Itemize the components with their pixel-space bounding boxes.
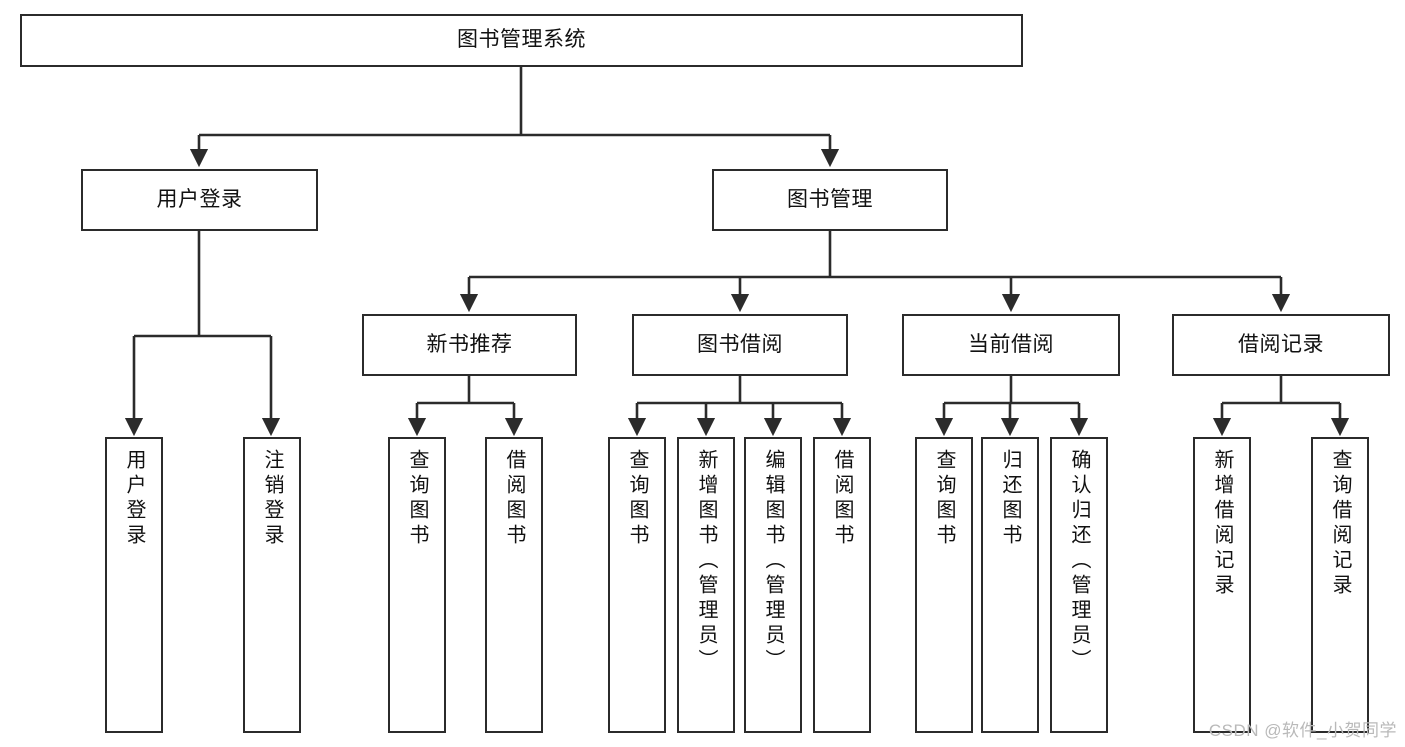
watermark-text: CSDN @软件_小贺同学 — [1208, 721, 1397, 740]
leaf-borrow-book-2[interactable]: 借阅图书 — [813, 437, 871, 733]
leaf-query-book-1[interactable]: 查询图书 — [388, 437, 446, 733]
leaf-add-book-label: 新增图书（管理员） — [695, 449, 717, 674]
leaf-borrow-book-2-label: 借阅图书 — [831, 449, 853, 549]
node-user-login[interactable]: 用户登录 — [81, 169, 318, 231]
leaf-logout-label: 注销登录 — [261, 449, 283, 549]
leaf-add-record[interactable]: 新增借阅记录 — [1193, 437, 1251, 733]
leaf-return-book-label: 归还图书 — [999, 449, 1021, 549]
node-root[interactable]: 图书管理系统 — [20, 14, 1023, 67]
leaf-add-book[interactable]: 新增图书（管理员） — [677, 437, 735, 733]
leaf-add-record-label: 新增借阅记录 — [1211, 449, 1233, 599]
leaf-confirm-return-label: 确认归还（管理员） — [1068, 449, 1090, 674]
leaf-edit-book[interactable]: 编辑图书（管理员） — [744, 437, 802, 733]
leaf-user-login-label: 用户登录 — [123, 449, 145, 549]
leaf-borrow-book-1-label: 借阅图书 — [503, 449, 525, 549]
leaf-user-login[interactable]: 用户登录 — [105, 437, 163, 733]
leaf-query-book-2-label: 查询图书 — [626, 449, 648, 549]
leaf-edit-book-label: 编辑图书（管理员） — [762, 449, 784, 674]
node-book-borrow-label: 图书借阅 — [697, 332, 783, 356]
node-new-book-rec[interactable]: 新书推荐 — [362, 314, 577, 376]
node-new-book-rec-label: 新书推荐 — [426, 332, 513, 356]
leaf-query-book-3-label: 查询图书 — [933, 449, 955, 549]
leaf-query-record[interactable]: 查询借阅记录 — [1311, 437, 1369, 733]
node-current-borrow-label: 当前借阅 — [968, 332, 1054, 356]
leaf-query-book-2[interactable]: 查询图书 — [608, 437, 666, 733]
node-user-login-label: 用户登录 — [156, 187, 243, 211]
node-borrow-record[interactable]: 借阅记录 — [1172, 314, 1390, 376]
leaf-query-book-3[interactable]: 查询图书 — [915, 437, 973, 733]
leaf-return-book[interactable]: 归还图书 — [981, 437, 1039, 733]
node-book-manage-label: 图书管理 — [787, 187, 873, 211]
node-current-borrow[interactable]: 当前借阅 — [902, 314, 1120, 376]
leaf-borrow-book-1[interactable]: 借阅图书 — [485, 437, 543, 733]
node-book-borrow[interactable]: 图书借阅 — [632, 314, 848, 376]
leaf-query-book-1-label: 查询图书 — [406, 449, 428, 549]
node-book-manage[interactable]: 图书管理 — [712, 169, 948, 231]
leaf-query-record-label: 查询借阅记录 — [1329, 449, 1351, 599]
leaf-logout[interactable]: 注销登录 — [243, 437, 301, 733]
node-root-label: 图书管理系统 — [457, 28, 586, 52]
node-borrow-record-label: 借阅记录 — [1238, 332, 1324, 356]
leaf-confirm-return[interactable]: 确认归还（管理员） — [1050, 437, 1108, 733]
